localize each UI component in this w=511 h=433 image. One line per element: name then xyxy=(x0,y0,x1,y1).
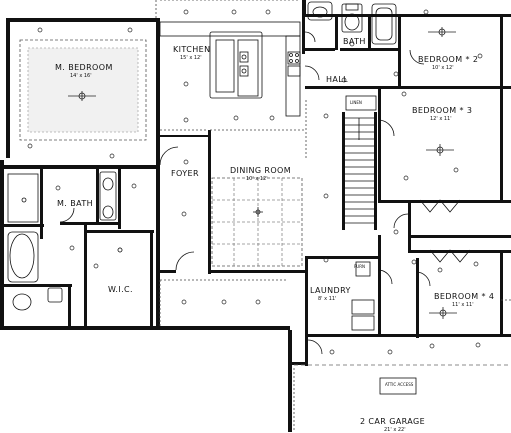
light-fixtures xyxy=(27,9,483,355)
room-dim-dining: 10' x 12' xyxy=(246,176,268,182)
ceiling-fans xyxy=(68,27,457,319)
fixture-label-attic: ATTIC ACCESS xyxy=(385,382,414,387)
room-dim-bedroom2: 10' x 12' xyxy=(432,65,454,71)
room-label-garage: 2 CAR GARAGE xyxy=(360,417,426,426)
room-dim-bedroom4: 11' x 11' xyxy=(452,302,474,308)
room-label-hall: HALL xyxy=(326,75,349,84)
room-dim-bedroom3: 12' x 11' xyxy=(430,116,452,122)
room-label-m-bedroom: M. BEDROOM xyxy=(55,63,113,72)
room-dim-m-bedroom: 14' x 16' xyxy=(70,73,92,79)
room-dim-kitchen: 15' x 12' xyxy=(180,55,202,61)
room-label-bath: BATH xyxy=(343,37,366,46)
room-label-bedroom4: BEDROOM * 4 xyxy=(434,292,495,301)
room-dim-laundry: 8' x 11' xyxy=(318,296,337,302)
dashed-lines xyxy=(155,0,511,432)
room-dim-garage: 21' x 22' xyxy=(384,427,406,433)
interior-lines xyxy=(7,1,511,395)
room-label-kitchen: KITCHEN xyxy=(173,45,211,54)
room-label-foyer: FOYER xyxy=(171,169,199,178)
fixture-label-linen: LINEN xyxy=(350,100,362,105)
room-label-bedroom3: BEDROOM * 3 xyxy=(412,106,473,115)
room-label-bedroom2: BEDROOM * 2 xyxy=(418,55,479,64)
fixture-label-furn: FURN xyxy=(354,264,365,269)
room-label-wic: W.I.C. xyxy=(108,285,133,294)
room-label-m-bath: M. BATH xyxy=(57,199,94,208)
room-label-laundry: LAUNDRY xyxy=(310,286,351,295)
room-label-dining: DINING ROOM xyxy=(230,166,292,175)
